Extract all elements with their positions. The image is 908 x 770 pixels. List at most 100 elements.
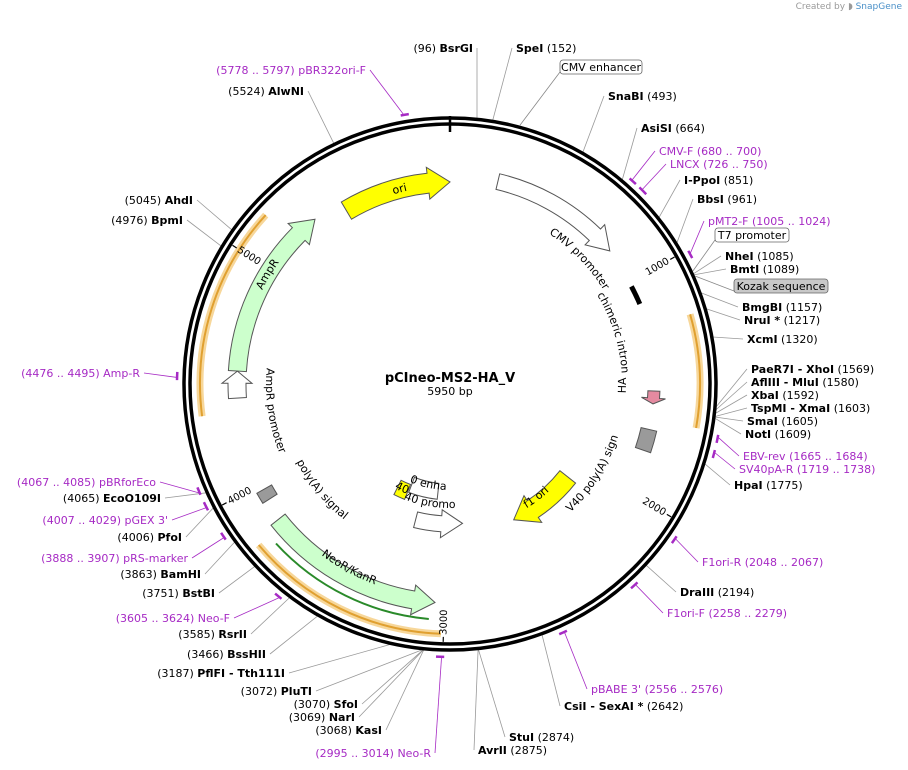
site-sfoi: (3070) SfoI — [294, 698, 358, 711]
leader-line — [307, 90, 335, 144]
site-position: (3070) — [294, 698, 334, 711]
primer-mark — [687, 250, 694, 259]
site-bstbi: (3751) BstBI — [142, 587, 215, 600]
primer-mark — [628, 177, 637, 186]
site-ahdi: (5045) AhdI — [125, 194, 193, 207]
site-position: (3863) — [120, 568, 160, 581]
tick-label: 5000 — [235, 245, 262, 268]
leader-line — [692, 239, 716, 272]
site-name: BsrGI — [440, 42, 473, 55]
site-name: XcmI — [747, 333, 778, 346]
leader-line — [361, 649, 424, 705]
leader-line — [492, 47, 513, 121]
primer-mark — [558, 629, 568, 636]
primer-mark — [711, 449, 717, 459]
site-name: BamHI — [160, 568, 201, 581]
leader-line — [658, 179, 681, 218]
feature-neokanr — [270, 513, 436, 616]
site-name: EcoO109I — [103, 492, 161, 505]
site-name: PflFI — [197, 667, 225, 680]
site-position: (3751) — [142, 587, 182, 600]
site-name: NheI — [725, 250, 754, 263]
leader-line — [541, 634, 561, 707]
tick-mark — [669, 256, 675, 260]
primer-range: (2556 .. 2576) — [645, 683, 724, 696]
annotation-box-t7-promoter — [714, 227, 790, 243]
primer-name: pMT2-F — [708, 215, 752, 228]
site-bsrgi: (96) BsrGI — [413, 42, 473, 55]
site-nari: (3069) NarI — [289, 711, 355, 724]
snapgene-logo-icon: ◗ — [847, 2, 853, 12]
primer-mark — [638, 186, 648, 196]
credit-prefix: Created by — [795, 2, 846, 12]
site-position: (2642) — [643, 700, 683, 713]
credit: Created by ◗ SnapGene — [796, 2, 902, 12]
site-name: NarI — [329, 711, 355, 724]
primer-leader — [143, 372, 177, 378]
primer-range: (1719 .. 1738) — [797, 463, 876, 476]
leader-line — [315, 649, 423, 692]
leader-line — [186, 219, 222, 247]
primer-mark — [630, 581, 639, 590]
credit-brand: SnapGene — [855, 2, 902, 12]
site-bmti: BmtI (1089) — [730, 263, 799, 276]
leader-line — [715, 368, 748, 408]
leader-line — [692, 255, 722, 275]
site-position: (5524) — [228, 85, 268, 98]
primer-pmt2-f: pMT2-F (1005 .. 1024) — [708, 215, 831, 228]
site-i-ppoi: I-PpoI (851) — [684, 174, 753, 187]
primer-name: pBABE 3' — [591, 683, 645, 696]
feature-sv40-promoter — [412, 508, 464, 539]
site-position: (3072) — [241, 685, 281, 698]
site-position: (1580) — [819, 376, 859, 389]
primer-ebv-rev: EBV-rev (1665 .. 1684) — [743, 450, 868, 463]
neokanr-orf-arc — [275, 542, 429, 620]
site-position: (3187) — [157, 667, 197, 680]
feature-polya-signal — [256, 484, 278, 504]
site-position: (4976) — [111, 214, 151, 227]
site-name: AsiSI — [641, 122, 672, 135]
feature-label-polya-signal: poly(A) signal — [294, 457, 351, 522]
primer-leader — [564, 632, 588, 690]
leader-line — [676, 198, 694, 244]
primer-name: Neo-F — [198, 612, 230, 625]
leader-line — [185, 507, 214, 538]
tick-mark — [666, 513, 672, 518]
feature-ori — [340, 166, 451, 220]
leader-line — [715, 381, 748, 411]
primer-name: F1ori-R — [702, 556, 745, 569]
primer-range: (3888 .. 3907) — [41, 552, 123, 565]
site-position: (1592) — [779, 389, 819, 402]
feature-label-ori: ori — [391, 181, 408, 197]
primer-range: (3605 .. 3624) — [116, 612, 198, 625]
site-position: (1089) — [759, 263, 799, 276]
primer-name: pRS-marker — [123, 552, 188, 565]
site-name: AhdI — [165, 194, 193, 207]
leader-line — [582, 95, 605, 153]
feature-ampr-promoter — [220, 370, 254, 400]
site-rsrii: (3585) RsrII — [178, 628, 247, 641]
leader-line — [704, 463, 731, 486]
site-name: PaeR7I — [751, 363, 794, 376]
primer-f1ori-f: F1ori-F (2258 .. 2279) — [667, 607, 787, 620]
site-position: (1320) — [778, 333, 818, 346]
leader-line — [714, 407, 748, 417]
orf-arc-core — [199, 214, 267, 417]
primer-range: (1665 .. 1684) — [789, 450, 868, 463]
feature-label-sv40-polya-signal: SV40 poly(A) signal — [0, 0, 621, 515]
site-spei: SpeI (152) — [516, 42, 576, 55]
site-name: StuI — [509, 731, 534, 744]
site-name: DraIII — [680, 586, 714, 599]
site-draiii: DraIII (2194) — [680, 586, 754, 599]
feature-sv40-ori — [393, 479, 412, 501]
site-position: (3068) — [315, 724, 355, 737]
primer-mark — [715, 434, 720, 444]
site-position: (961) — [724, 193, 757, 206]
site-name: BbsI — [697, 193, 724, 206]
primer-range: (4067 .. 4085) — [17, 476, 99, 489]
primer-range: (5778 .. 5797) — [216, 64, 298, 77]
primer-name: CMV-F — [659, 145, 697, 158]
site-nhei: NheI (1085) — [725, 250, 794, 263]
primer-mark — [220, 532, 227, 541]
site-stui: StuI (2874) — [509, 731, 574, 744]
